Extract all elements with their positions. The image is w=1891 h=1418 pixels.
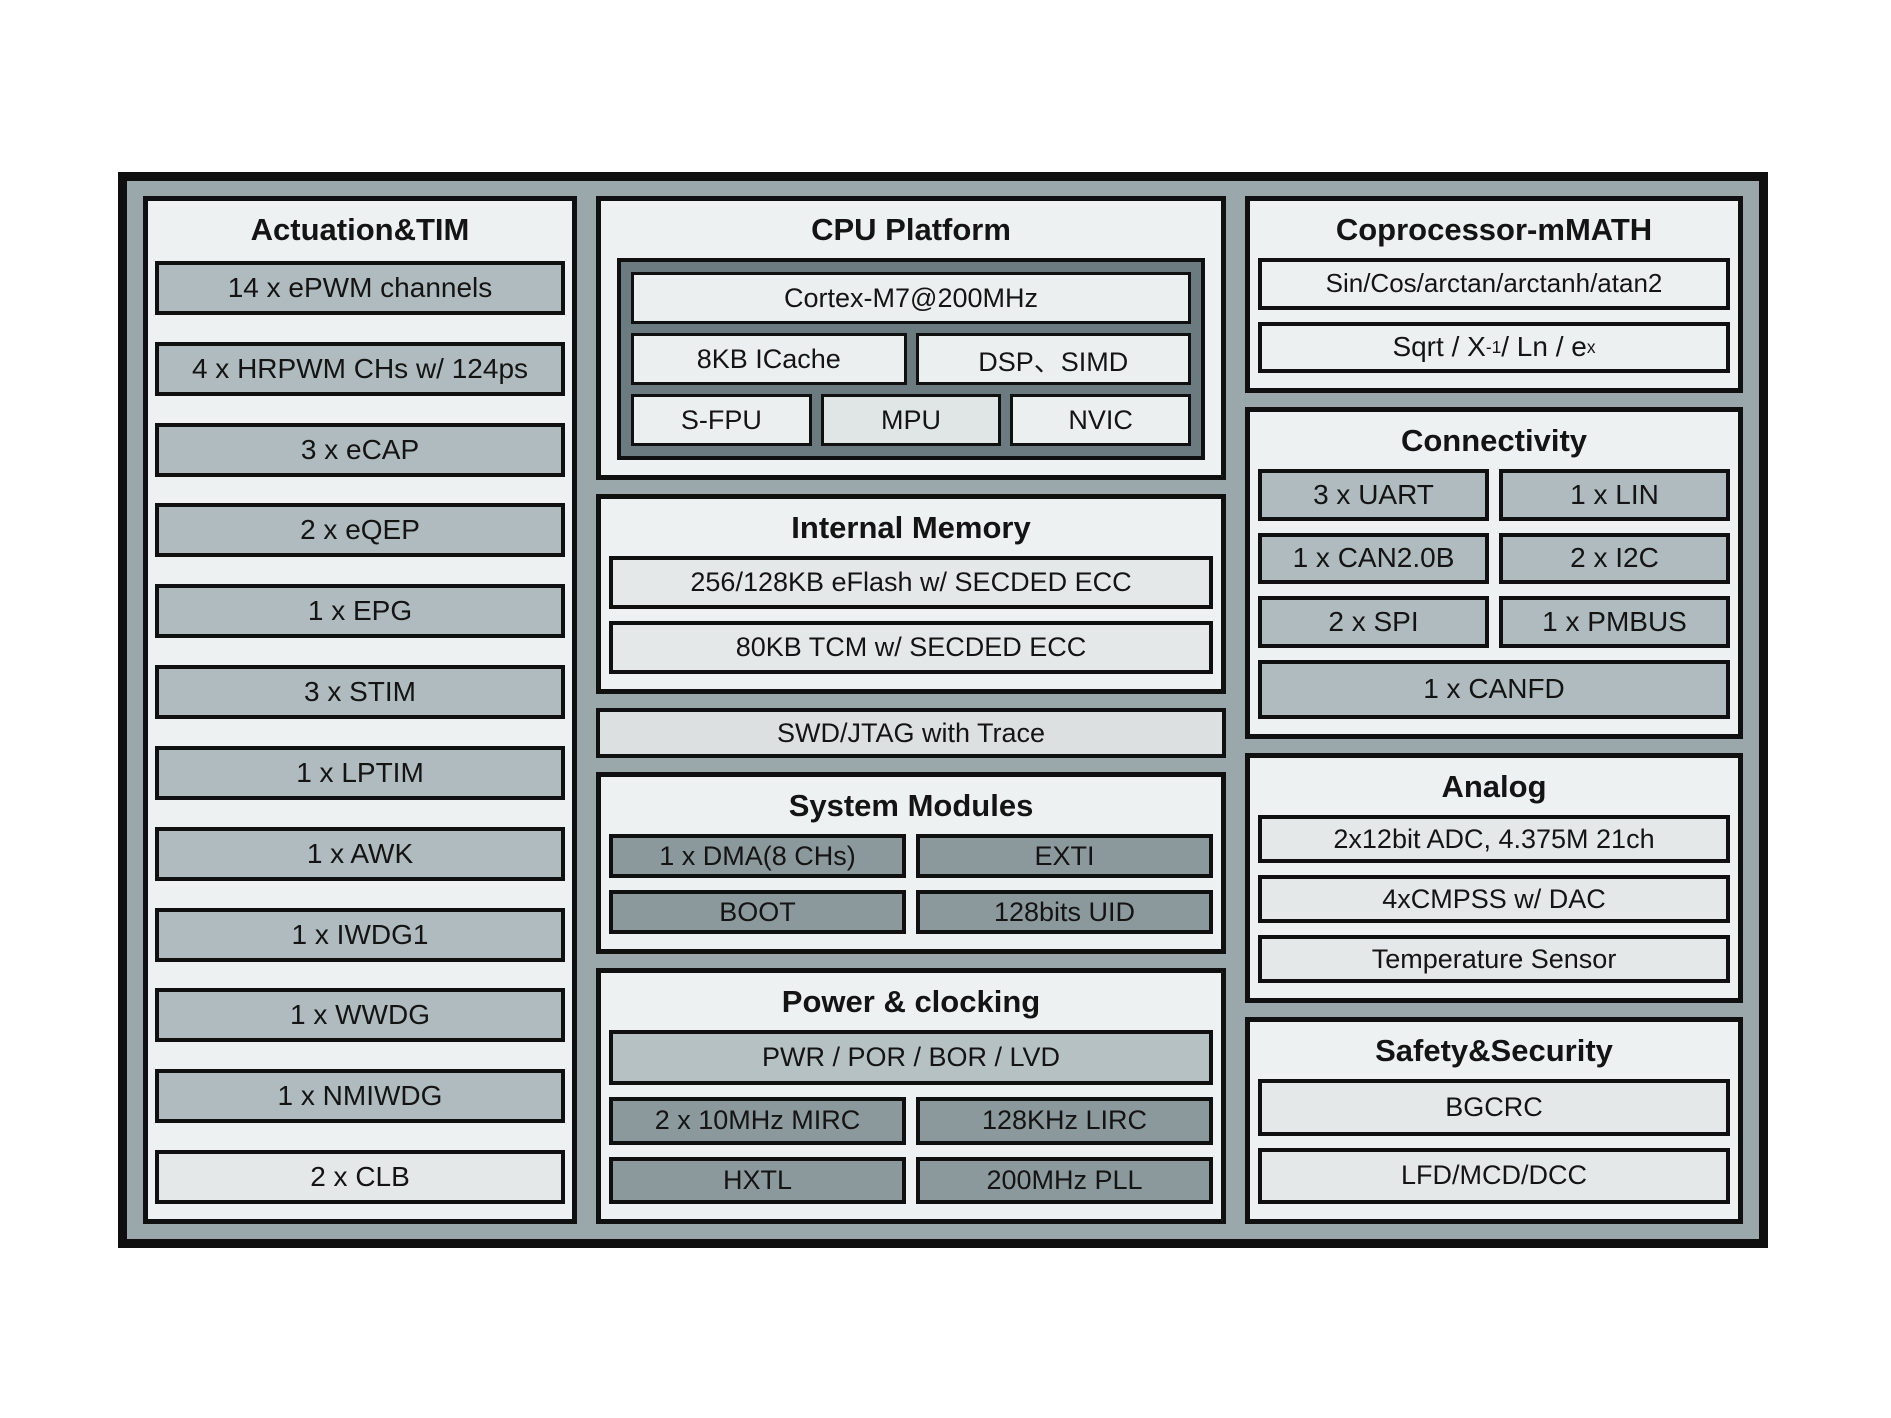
block-lptim: 1 x LPTIM <box>155 745 565 800</box>
panel-title-connectivity: Connectivity <box>1400 423 1588 458</box>
panel-title-system: System Modules <box>788 788 1034 823</box>
panel-cpu-platform: CPU Platform Cortex-M7@200MHz 8KB ICache… <box>596 196 1226 480</box>
block-adc: 2x12bit ADC, 4.375M 21ch <box>1258 815 1730 863</box>
panel-analog: Analog 2x12bit ADC, 4.375M 21ch 4xCMPSS … <box>1245 753 1743 1003</box>
block-temp-sensor: Temperature Sensor <box>1258 935 1730 983</box>
panel-connectivity: Connectivity 3 x UART 1 x LIN 1 x CAN2.0… <box>1245 407 1743 739</box>
block-mpu: MPU <box>820 394 1002 446</box>
block-eflash: 256/128KB eFlash w/ SECDED ECC <box>609 556 1213 609</box>
block-trig-functions: Sin/Cos/arctan/arctanh/atan2 <box>1258 258 1730 310</box>
block-cmpss: 4xCMPSS w/ DAC <box>1258 875 1730 923</box>
block-dma: 1 x DMA(8 CHs) <box>609 834 906 878</box>
block-eqep: 2 x eQEP <box>155 503 565 558</box>
math-expr-base: Sqrt / X <box>1392 331 1486 363</box>
safety-item-list: BGCRC LFD/MCD/DCC <box>1250 1074 1738 1219</box>
block-icache: 8KB ICache <box>631 333 907 385</box>
panel-safety-security: Safety&Security BGCRC LFD/MCD/DCC <box>1245 1017 1743 1224</box>
math-item-list: Sin/Cos/arctan/arctanh/atan2 Sqrt / X-1 … <box>1250 253 1738 388</box>
block-boot: BOOT <box>609 890 906 934</box>
panel-title-power: Power & clocking <box>781 984 1041 1019</box>
block-wwdg: 1 x WWDG <box>155 988 565 1043</box>
block-i2c: 2 x I2C <box>1499 532 1730 584</box>
block-nmiwdg: 1 x NMIWDG <box>155 1069 565 1124</box>
block-clb: 2 x CLB <box>155 1149 565 1204</box>
block-ecap: 3 x eCAP <box>155 422 565 477</box>
block-epwm: 14 x ePWM channels <box>155 261 565 315</box>
math-expr-mid: / Ln / e <box>1501 331 1587 363</box>
panel-title-safety: Safety&Security <box>1375 1033 1613 1068</box>
block-tcm: 80KB TCM w/ SECDED ECC <box>609 621 1213 674</box>
block-uid: 128bits UID <box>916 890 1213 934</box>
block-lin: 1 x LIN <box>1499 469 1730 521</box>
panel-title-cpu: CPU Platform <box>811 212 1011 247</box>
system-row-2: BOOT 128bits UID <box>609 890 1213 934</box>
connectivity-row-3: 2 x SPI 1 x PMBUS <box>1258 596 1730 648</box>
block-dsp-simd: DSP、SIMD <box>915 333 1191 385</box>
panel-internal-memory: Internal Memory 256/128KB eFlash w/ SECD… <box>596 494 1226 694</box>
power-item-grid: PWR / POR / BOR / LVD 2 x 10MHz MIRC 128… <box>601 1025 1221 1219</box>
system-item-grid: 1 x DMA(8 CHs) EXTI BOOT 128bits UID <box>601 829 1221 949</box>
cpu-row-cache-dsp: 8KB ICache DSP、SIMD <box>631 333 1191 385</box>
power-row-2: HXTL 200MHz PLL <box>609 1156 1213 1204</box>
connectivity-item-grid: 3 x UART 1 x LIN 1 x CAN2.0B 2 x I2C 2 x… <box>1250 464 1738 734</box>
block-can20b: 1 x CAN2.0B <box>1258 532 1489 584</box>
block-lfd-mcd-dcc: LFD/MCD/DCC <box>1258 1147 1730 1204</box>
panel-title-actuation: Actuation&TIM <box>250 212 470 247</box>
block-iwdg1: 1 x IWDG1 <box>155 907 565 962</box>
block-canfd: 1 x CANFD <box>1258 659 1730 719</box>
block-epg: 1 x EPG <box>155 584 565 639</box>
panel-system-modules: System Modules 1 x DMA(8 CHs) EXTI BOOT … <box>596 772 1226 954</box>
column-middle: CPU Platform Cortex-M7@200MHz 8KB ICache… <box>596 196 1226 1224</box>
connectivity-row-2: 1 x CAN2.0B 2 x I2C <box>1258 532 1730 584</box>
analog-item-list: 2x12bit ADC, 4.375M 21ch 4xCMPSS w/ DAC … <box>1250 810 1738 998</box>
block-pmbus: 1 x PMBUS <box>1499 596 1730 648</box>
block-lirc: 128KHz LIRC <box>916 1097 1213 1145</box>
block-exti: EXTI <box>916 834 1213 878</box>
block-sfpu: S-FPU <box>631 394 812 446</box>
block-cortex-m7: Cortex-M7@200MHz <box>631 272 1191 324</box>
column-left: Actuation&TIM 14 x ePWM channels 4 x HRP… <box>143 196 577 1224</box>
panel-power-clocking: Power & clocking PWR / POR / BOR / LVD 2… <box>596 968 1226 1224</box>
panel-coprocessor-mmath: Coprocessor-mMATH Sin/Cos/arctan/arctanh… <box>1245 196 1743 393</box>
column-right: Coprocessor-mMATH Sin/Cos/arctan/arctanh… <box>1245 196 1743 1224</box>
cpu-row-fpu-mpu-nvic: S-FPU MPU NVIC <box>631 394 1192 446</box>
block-hxtl: HXTL <box>609 1156 906 1204</box>
panel-title-memory: Internal Memory <box>791 510 1031 545</box>
block-bgcrc: BGCRC <box>1258 1079 1730 1136</box>
system-row-1: 1 x DMA(8 CHs) EXTI <box>609 834 1213 878</box>
block-stim: 3 x STIM <box>155 665 565 720</box>
block-pwr-por-bor-lvd: PWR / POR / BOR / LVD <box>609 1030 1213 1086</box>
block-swd-jtag: SWD/JTAG with Trace <box>596 708 1226 758</box>
panel-actuation-tim: Actuation&TIM 14 x ePWM channels 4 x HRP… <box>143 196 577 1224</box>
actuation-item-list: 14 x ePWM channels 4 x HRPWM CHs w/ 124p… <box>148 253 572 1219</box>
block-nvic: NVIC <box>1010 394 1192 446</box>
block-mirc: 2 x 10MHz MIRC <box>609 1097 906 1145</box>
panel-title-math: Coprocessor-mMATH <box>1335 212 1653 247</box>
cpu-core-cluster: Cortex-M7@200MHz 8KB ICache DSP、SIMD S-F… <box>617 258 1205 460</box>
block-spi: 2 x SPI <box>1258 596 1489 648</box>
block-pll: 200MHz PLL <box>916 1156 1213 1204</box>
mcu-block-diagram: Actuation&TIM 14 x ePWM channels 4 x HRP… <box>118 172 1768 1248</box>
connectivity-row-1: 3 x UART 1 x LIN <box>1258 469 1730 521</box>
memory-item-list: 256/128KB eFlash w/ SECDED ECC 80KB TCM … <box>601 551 1221 689</box>
block-awk: 1 x AWK <box>155 826 565 881</box>
panel-title-analog: Analog <box>1441 769 1547 804</box>
power-row-1: 2 x 10MHz MIRC 128KHz LIRC <box>609 1097 1213 1145</box>
block-uart: 3 x UART <box>1258 469 1489 521</box>
block-hrpwm: 4 x HRPWM CHs w/ 124ps <box>155 341 565 396</box>
cpu-row-core: Cortex-M7@200MHz <box>631 272 1191 324</box>
